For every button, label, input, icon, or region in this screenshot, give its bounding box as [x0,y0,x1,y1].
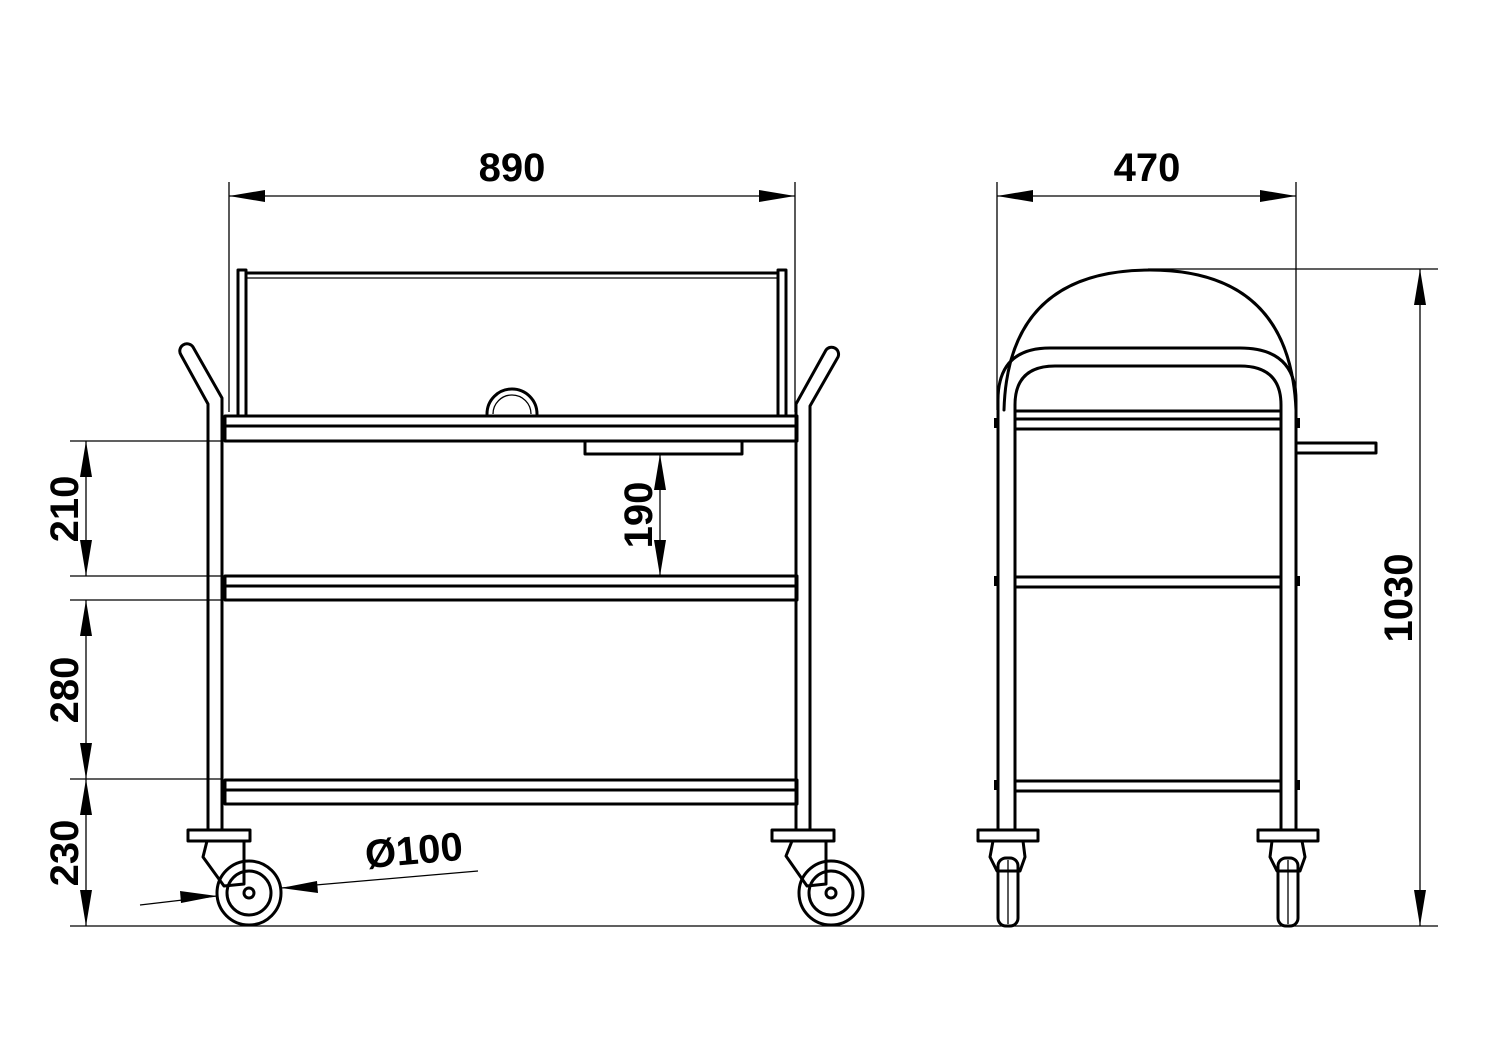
side-drawer [1294,441,1378,455]
drawer-gap-label: 190 [617,482,661,549]
side-outer-frame [996,346,1298,832]
side-shelf-brackets [994,418,1300,790]
dimension-drawer-gap: 190 [617,454,666,576]
side-depth-label: 470 [1114,146,1181,190]
front-right-handle [794,345,841,832]
lid-handle [485,387,539,416]
top-shelf-gap-label: 210 [43,476,87,543]
side-inner-frame [1013,364,1283,832]
front-left-castor [186,828,283,927]
front-right-castor [770,828,865,927]
front-left-handle [178,342,224,832]
total-height-label: 1030 [1377,554,1421,643]
side-top-shelf [1013,409,1283,431]
dimension-wheel-diameter: Ø100 [139,825,479,906]
front-glass-panel [236,268,788,418]
side-middle-shelf [1013,575,1283,589]
wheel-diameter-label: Ø100 [363,825,464,877]
front-top-shelf [223,414,799,443]
dimension-side-depth: 470 [996,146,1297,410]
dimension-left-chain: 210 280 230 [43,440,222,926]
front-middle-shelf [223,574,799,602]
dimension-total-height: 1030 [1148,268,1438,926]
middle-shelf-gap-label: 280 [43,657,87,724]
side-right-castor [1256,828,1320,928]
front-bottom-shelf [223,778,799,806]
front-drawer [583,439,744,456]
bottom-clearance-label: 230 [43,820,87,887]
side-view [976,268,1378,928]
side-left-castor [976,828,1040,928]
dimension-front-width: 890 [228,146,796,412]
front-width-label: 890 [479,146,546,190]
side-dome [1002,268,1298,412]
side-bottom-shelf [1013,779,1283,793]
front-view [178,268,865,927]
